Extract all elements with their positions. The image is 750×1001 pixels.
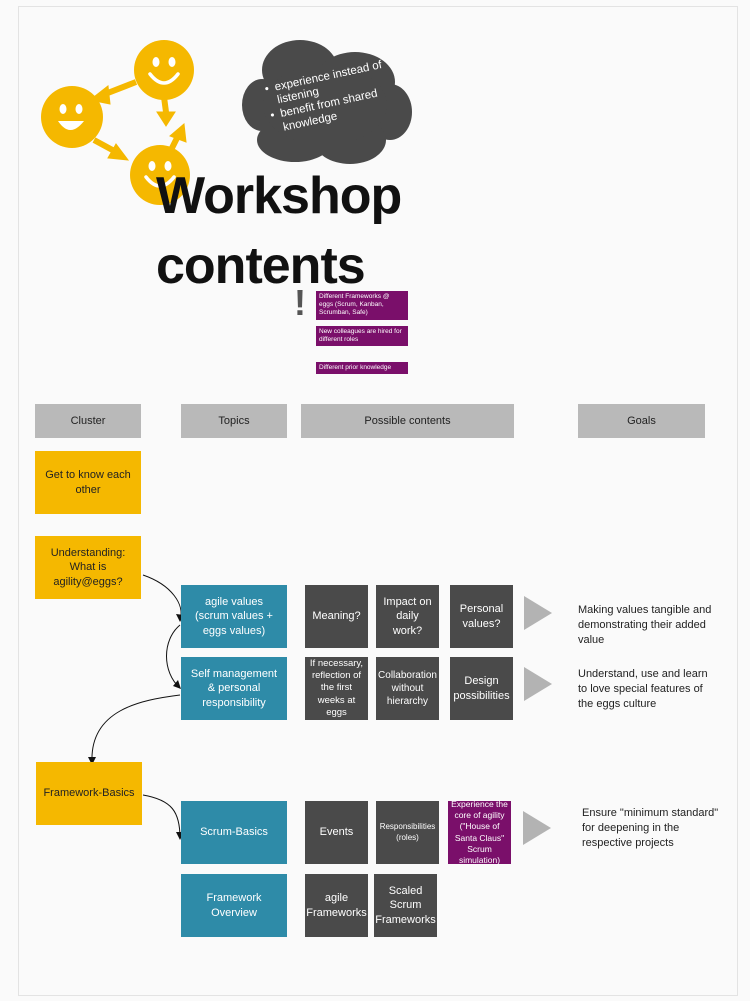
topic-self-management: Self management & personal responsibilit… xyxy=(181,657,287,720)
cluster-understanding: Understanding: What is agility@eggs? xyxy=(35,536,141,599)
page-title-line1: Workshop xyxy=(156,167,402,225)
goal-eggs-culture: Understand, use and learn to love specia… xyxy=(578,668,708,710)
content-experience-agility: Experience the core of agility ("House o… xyxy=(448,799,511,865)
content-reflection: If necessary, reflection of the first we… xyxy=(305,657,368,720)
topic-framework-overview: Framework Overview xyxy=(181,874,287,937)
topic-scrum-basics: Scrum-Basics xyxy=(181,801,287,864)
goal-arrow-icon xyxy=(524,667,552,701)
header-topics: Topics xyxy=(181,404,287,438)
note-prior-knowledge: Different prior knowledge xyxy=(316,362,408,374)
cluster-get-to-know: Get to know each other xyxy=(35,451,141,514)
header-goals: Goals xyxy=(578,404,705,438)
content-meaning: Meaning? xyxy=(305,585,368,648)
cluster-framework-basics: Framework-Basics xyxy=(36,762,142,825)
goal-minimum-standard: Ensure "minimum standard" for deepening … xyxy=(582,807,719,849)
goal-arrow-icon xyxy=(523,811,551,845)
content-impact: Impact on daily work? xyxy=(376,585,439,648)
content-agile-frameworks: agile Frameworks xyxy=(305,874,368,937)
goal-arrow-icon xyxy=(524,596,552,630)
content-design-possibilities: Design possibilities xyxy=(450,657,513,720)
connector xyxy=(142,794,181,839)
connector xyxy=(142,574,182,621)
header-cluster: Cluster xyxy=(35,404,141,438)
arrow-head xyxy=(107,143,130,161)
content-collaboration: Collaboration without hierarchy xyxy=(376,657,439,720)
header-possible-contents: Possible contents xyxy=(301,404,514,438)
page-title-line2: contents xyxy=(156,237,366,295)
goal-values: Making values tangible and demonstrating… xyxy=(578,604,712,646)
note-frameworks: Different Frameworks @ eggs (Scrum, Kanb… xyxy=(316,291,408,320)
content-scaled-scrum: Scaled Scrum Frameworks xyxy=(374,874,437,937)
topic-agile-values: agile values (scrum values + eggs values… xyxy=(181,585,287,648)
smiley-icon xyxy=(134,40,194,100)
note-new-colleagues: New colleagues are hired for different r… xyxy=(316,326,408,346)
connector xyxy=(91,694,181,763)
smiley-icon xyxy=(130,145,190,205)
content-personal-values: Personal values? xyxy=(450,585,513,648)
exclamation-icon: ! xyxy=(294,282,306,323)
cloud-shape xyxy=(242,40,412,164)
content-responsibilities: Responsibilities (roles) xyxy=(376,801,439,864)
arrow-head xyxy=(156,111,176,127)
connector xyxy=(166,624,181,689)
arrow-head xyxy=(169,123,187,143)
smiley-icon xyxy=(41,86,103,148)
content-events: Events xyxy=(305,801,368,864)
